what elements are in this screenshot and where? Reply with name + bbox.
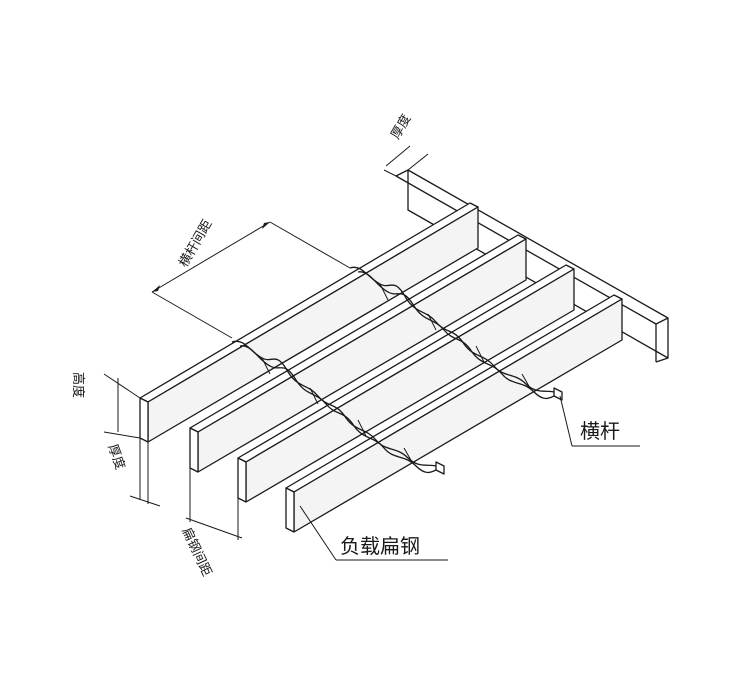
- bearing-bar-leader: [299, 505, 448, 561]
- bearing-bar-label: 负载扁钢: [340, 534, 420, 558]
- cross-bar-leader: [559, 395, 640, 447]
- bearing-bar-pitch-label: 扁钢间距: [178, 525, 214, 578]
- bearing-bar-3: [237, 264, 575, 503]
- bearing-bar-4: [285, 294, 623, 533]
- cross-bar-front: [231, 340, 445, 475]
- cross-bar-label: 横杆: [580, 419, 620, 443]
- top-thickness-label: 厚度: [388, 111, 415, 142]
- cross-bar-pitch-label: 横杆间距: [176, 217, 215, 270]
- cross-bar-pitch-dimension: [151, 221, 351, 339]
- height-dimension: [103, 373, 141, 439]
- height-label: 高度: [70, 372, 86, 398]
- thickness-dimension: [129, 438, 161, 507]
- bearing-bar-pitch-dimension: [185, 468, 243, 540]
- top-thickness-dimension: [383, 145, 429, 177]
- thickness-label: 厚度: [104, 442, 128, 472]
- bearing-bar-1: [139, 202, 479, 443]
